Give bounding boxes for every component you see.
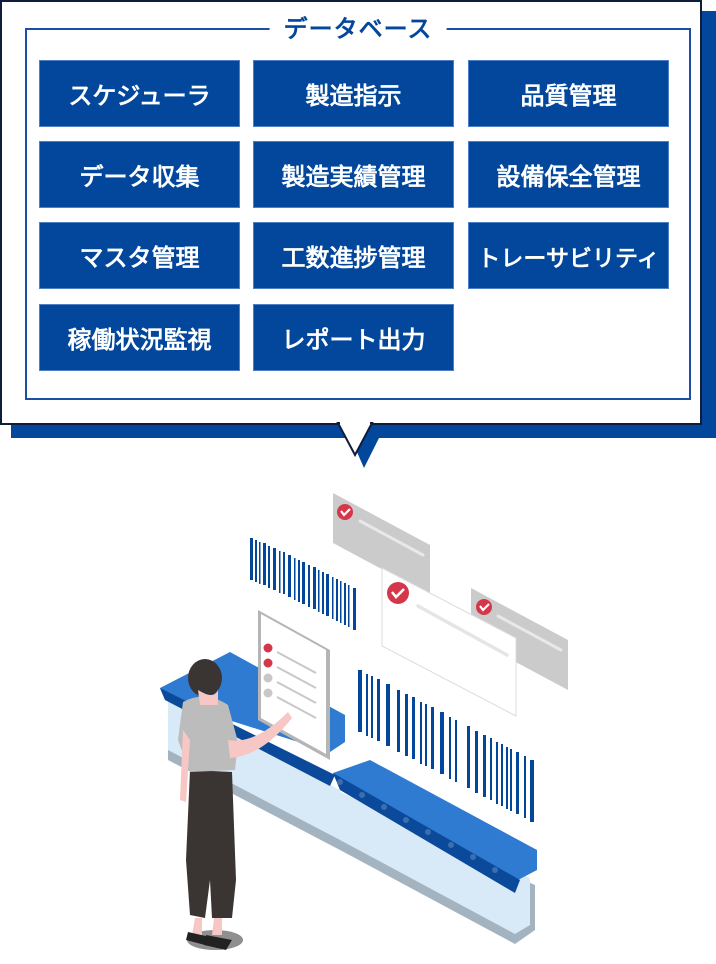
tablet-checklist [258,610,330,760]
conveyor-right [333,760,537,944]
tile-manufacturing-instruction[interactable]: 製造指示 [253,60,454,127]
tile-equipment-maintenance[interactable]: 設備保全管理 [468,141,669,208]
tile-master-management[interactable]: マスタ管理 [39,222,240,289]
tile-work-progress[interactable]: 工数進捗管理 [253,222,454,289]
tile-data-collection[interactable]: データ収集 [39,141,240,208]
status-panel-front [381,567,517,717]
tile-production-results[interactable]: 製造実績管理 [253,141,454,208]
tile-quality-management[interactable]: 品質管理 [468,60,669,127]
tile-report-output[interactable]: レポート出力 [253,304,454,371]
status-panel-right [471,588,568,690]
tile-traceability[interactable]: トレーサビリティ [468,222,669,289]
worker-figure [178,659,292,950]
factory-illustration [160,493,568,950]
check-icon [337,504,353,520]
tile-scheduler[interactable]: スケジューラ [39,60,240,127]
barcode-lower [358,670,534,822]
database-frame: データベース [25,14,691,400]
check-icon [387,582,409,604]
barcode-upper [250,538,356,630]
status-panel-back [333,493,430,595]
tile-operation-monitoring[interactable]: 稼働状況監視 [39,304,240,371]
check-icon [476,599,492,615]
database-title: データベース [269,14,447,44]
